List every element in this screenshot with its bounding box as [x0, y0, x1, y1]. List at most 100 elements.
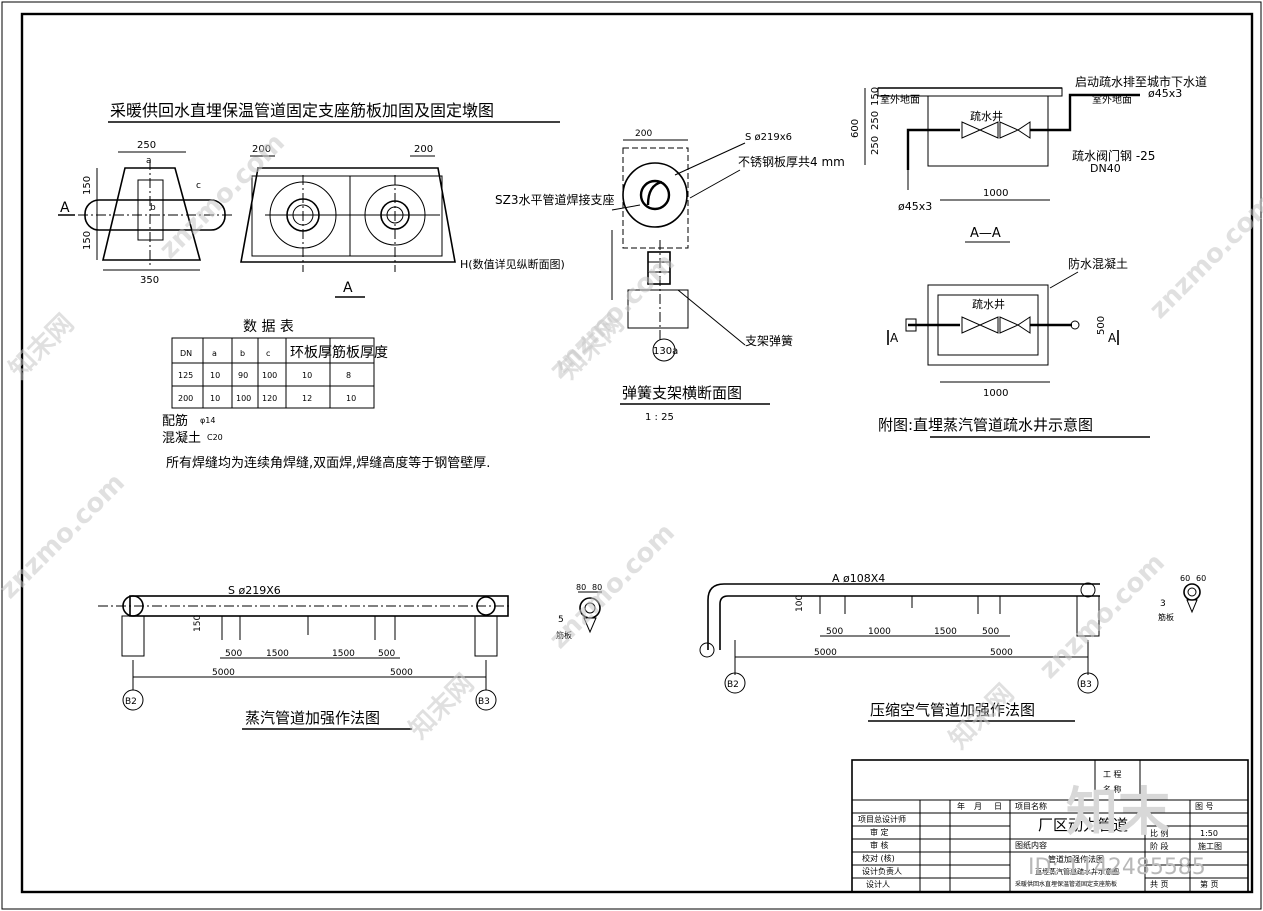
drawing-label: 比 例: [1150, 828, 1169, 838]
drawing-label: 200: [178, 394, 193, 403]
title-block: 工 程 名 称 项目总设计师 审 定 审 核 校对 (核) 设计负责人 设计人 …: [851, 759, 1249, 893]
drawing-label: 80: [576, 583, 586, 592]
drawing-label: 校对 (核): [862, 853, 895, 863]
drawing-label: 年: [957, 801, 965, 811]
drawing-label: 压缩空气管道加强作法图: [870, 701, 1035, 719]
drawing-label: 5000: [814, 648, 837, 658]
drawing-label: 100: [262, 371, 277, 380]
drawing-label: A: [1108, 331, 1117, 345]
drawing-label: 80: [592, 583, 602, 592]
drawing-label: 60: [1196, 574, 1206, 583]
drawing-label: 共 页: [1150, 880, 1169, 889]
drawing-label: ø45x3: [1148, 87, 1182, 100]
drawing-label: S ø219x6: [745, 132, 792, 143]
drawing-label: 第 页: [1200, 879, 1219, 889]
drawing-label: 月: [974, 802, 982, 811]
data-table: 数 据 表 DN a b c 环板厚筋板厚度 125 10 90 100 10 …: [162, 319, 490, 471]
drawing-label: 200: [252, 144, 271, 155]
drawing-label: 5000: [990, 648, 1013, 658]
drawing-label: 工 程: [1103, 770, 1122, 779]
drawing-label: 150: [82, 231, 93, 250]
drawing-label: 120: [262, 394, 277, 403]
drawing-label: 筋板: [1158, 612, 1174, 622]
drawing-label: φ14: [200, 416, 215, 425]
drawing-label: 知末网: [404, 669, 480, 745]
watermark-layer: znzmo.com 知末网 znzmo.com 知末网 znzmo.com zn…: [0, 128, 1263, 880]
drawing-label: 防水混凝土: [1068, 256, 1128, 271]
drawing-label: 500: [225, 649, 242, 659]
anchor-drawing: 采暖供回水直埋保温管道固定支座筋板加固及固定墩图 250 350 150 150…: [58, 101, 560, 298]
drawing-label: 200: [414, 144, 433, 155]
air-pipe-detail: A ø108X4 100 500 1000 1500 500 5000 5000…: [699, 572, 1206, 722]
drawing-label: 500: [826, 627, 843, 637]
drawing-label: A—A: [970, 226, 1001, 241]
drawing-label: 审 定: [870, 827, 889, 837]
drawing-label: 8: [346, 371, 351, 380]
drawing-label: 室外地面: [880, 93, 920, 106]
drawing-label: DN40: [1090, 162, 1121, 175]
drawing-label: B3: [478, 697, 490, 707]
drawing-label: 图 号: [1195, 802, 1214, 811]
drawing-label: B2: [125, 697, 137, 707]
drawing-label: 100: [236, 394, 251, 403]
drawing-label: 60: [1180, 574, 1190, 583]
drawing-label: 1:50: [1200, 829, 1218, 838]
drawing-label: 设计负责人: [862, 866, 902, 876]
drawing-label: 90: [238, 371, 248, 380]
drawing-label: znzmo.com: [1144, 188, 1263, 325]
drawing-label: 125: [178, 371, 193, 380]
drawing-label: 150: [82, 176, 93, 195]
drawing-label: 环板厚筋板厚度: [290, 344, 388, 361]
drawing-label: 不锈钢板厚共4 mm: [738, 155, 845, 169]
drawing-label: 3: [1160, 599, 1166, 609]
drawing-label: a: [146, 156, 152, 166]
drawing-label: 10: [302, 371, 312, 380]
drawing-label: ø45x3: [898, 200, 932, 213]
drawing-label: 名 称: [1103, 784, 1122, 794]
drawing-label: 250: [870, 111, 881, 130]
drawing-label: A ø108X4: [832, 572, 885, 585]
drawing-label: 附图:直埋蒸汽管道疏水井示意图: [878, 416, 1093, 434]
drawing-label: 室外地面: [1092, 93, 1132, 106]
drawing-label: A: [60, 200, 70, 216]
drawing-label: DN: [180, 349, 192, 358]
drawing-label: B3: [1080, 680, 1092, 690]
drawing-label: 1000: [868, 627, 891, 637]
drawing-label: 厂区动力管道: [1038, 816, 1128, 834]
drawing-label: SZ3水平管道焊接支座: [495, 192, 614, 207]
brand-logo: 知末: [1066, 783, 1170, 843]
drawing-label: 130a: [653, 346, 678, 357]
drawing-label: 1500: [934, 627, 957, 637]
drawing-label: 200: [635, 129, 652, 139]
drawing-frame: [20, 12, 1254, 894]
drawing-label: 10: [346, 394, 356, 403]
drawing-label: B2: [727, 680, 739, 690]
drawing-label: 审 核: [870, 840, 889, 850]
drawing-label: znzmo.com: [1034, 548, 1171, 685]
drawing-label: 图纸内容: [1015, 840, 1047, 850]
drawing-label: 疏水井: [970, 109, 1003, 123]
drawing-label: 12: [302, 394, 312, 403]
drawing-label: 150: [193, 615, 203, 632]
drawing-label: 所有焊缝均为连续角焊缝,双面焊,焊缝高度等于钢管壁厚.: [166, 455, 490, 471]
drawing-label: C20: [207, 433, 223, 442]
drawing-label: 1000: [983, 188, 1008, 199]
drawing-label: b: [240, 349, 245, 358]
drawing-label: 启动疏水排至城市下水道: [1075, 74, 1207, 89]
drawing-label: 直埋蒸汽管道疏水井示意图: [1035, 867, 1119, 876]
drawing-label: b: [150, 203, 156, 213]
drawing-label: 施工图: [1198, 841, 1222, 851]
drawing-label: 数 据 表: [243, 319, 294, 335]
drawing-label: 500: [378, 649, 395, 659]
drawing-label: 1000: [983, 388, 1008, 399]
drawing-label: 弹簧支架横断面图: [622, 384, 742, 402]
drawing-label: 采暖供回水直埋保温管道固定支座筋板: [1015, 880, 1117, 888]
drawing-label: 设计人: [866, 879, 890, 889]
drawing-label: 500: [982, 627, 999, 637]
drawing-label: 150: [870, 87, 881, 106]
drawing-label: 筋板: [556, 630, 572, 640]
drawing-label: znzmo.com: [154, 128, 291, 265]
drawing-label: 1 : 25: [645, 412, 674, 423]
